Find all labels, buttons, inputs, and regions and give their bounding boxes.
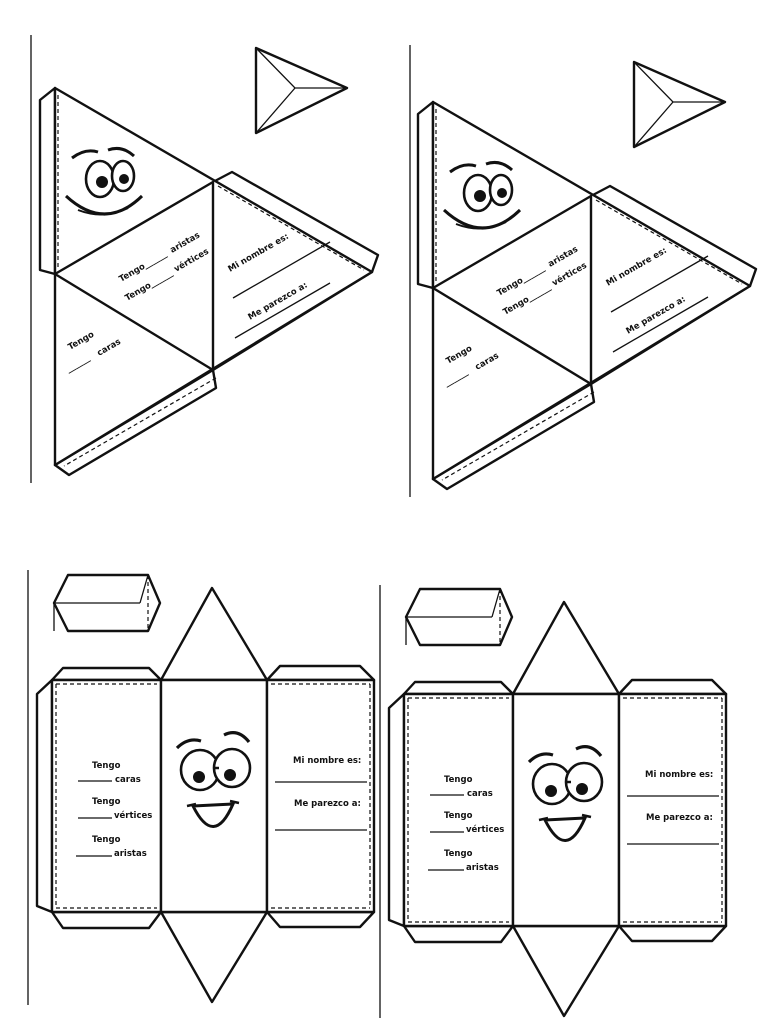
faces-word: caras	[115, 775, 141, 785]
looks-like-label: Me parezco a:	[646, 813, 713, 823]
pyramid-net-2: Tengo ______ aristas Tengo ______ vértic…	[416, 60, 758, 491]
looks-like-label: Me parezco a:	[294, 799, 361, 809]
vertices-word: vértices	[114, 810, 152, 821]
edges-label: Tengo	[444, 849, 473, 859]
vertices-label: Tengo	[444, 811, 473, 821]
vertices-label: Tengo	[92, 797, 121, 807]
prism-net-1: Tengo caras Tengo vértices Tengo aristas…	[35, 573, 376, 1004]
faces-label: Tengo	[444, 775, 473, 785]
prism-net-2-texts: Tengo caras Tengo vértices Tengo aristas…	[444, 770, 713, 873]
name-label: Mi nombre es:	[293, 756, 361, 766]
name-label: Mi nombre es:	[645, 770, 713, 780]
prism-net-2: Tengo caras Tengo vértices Tengo aristas…	[387, 587, 728, 1018]
faces-label: Tengo	[92, 761, 121, 771]
vertices-word: vértices	[466, 824, 504, 835]
edges-word: aristas	[114, 849, 147, 859]
edges-label: Tengo	[92, 835, 121, 845]
pyramid-net-1: Tengo ______ aristas Tengo ______ vértic…	[38, 46, 380, 477]
faces-word: caras	[467, 789, 493, 799]
prism-net-1-texts: Tengo caras Tengo vértices Tengo aristas…	[92, 756, 361, 859]
edges-word: aristas	[466, 863, 499, 873]
